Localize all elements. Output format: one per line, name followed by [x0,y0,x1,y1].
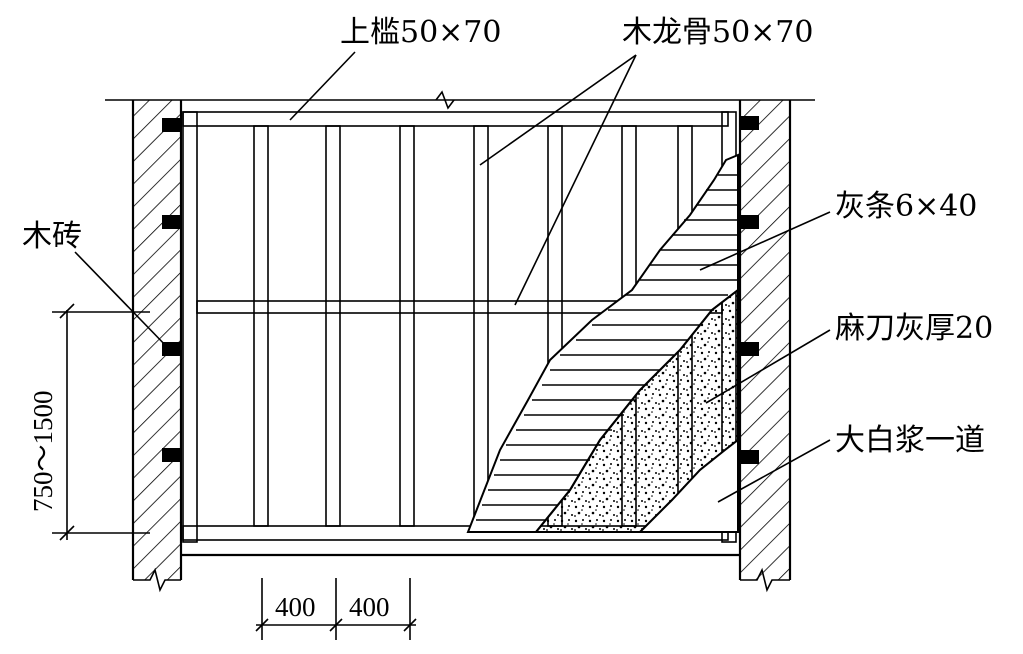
vertical-dimension [52,303,150,541]
wood-brick [741,116,759,130]
wood-brick [741,215,759,229]
right-masonry-wall [738,100,792,593]
whitewash-layer [637,437,739,533]
stud [473,125,489,527]
stud [399,125,415,527]
label-stud-spacing-2: 400 [349,592,390,622]
leader-lines [74,51,831,503]
stud [253,125,269,527]
wood-brick [162,118,180,132]
leader-wood-brick [74,251,171,351]
leader-lath [699,211,831,271]
break-symbol [435,90,455,110]
leader-stud-2 [514,54,637,306]
label-stud-spacing-1: 400 [275,592,316,622]
label-vertical-spacing: 750～1500 [28,391,58,513]
label-whitewash: 大白浆一道 [835,423,985,458]
label-top-rail: 上槛50×70 [340,15,501,50]
wood-brick [162,215,180,229]
horizontal-dimension [255,578,417,640]
wood-brick [162,448,180,462]
leader-plaster [705,329,831,404]
wood-bricks [162,116,759,464]
left-masonry-wall [131,100,183,593]
label-wood-brick: 木砖 [22,219,82,254]
label-stud: 木龙骨50×70 [622,15,813,50]
left-post [182,111,198,543]
label-plaster: 麻刀灰厚20 [835,311,993,346]
leader-top-rail [289,51,356,121]
leader-stud-1 [479,54,637,166]
wood-brick [741,450,759,464]
leader-whitewash [717,439,831,503]
top-rail [182,111,729,127]
label-lath: 灰条6×40 [835,189,977,224]
wood-brick [741,342,759,356]
stud [325,125,341,527]
